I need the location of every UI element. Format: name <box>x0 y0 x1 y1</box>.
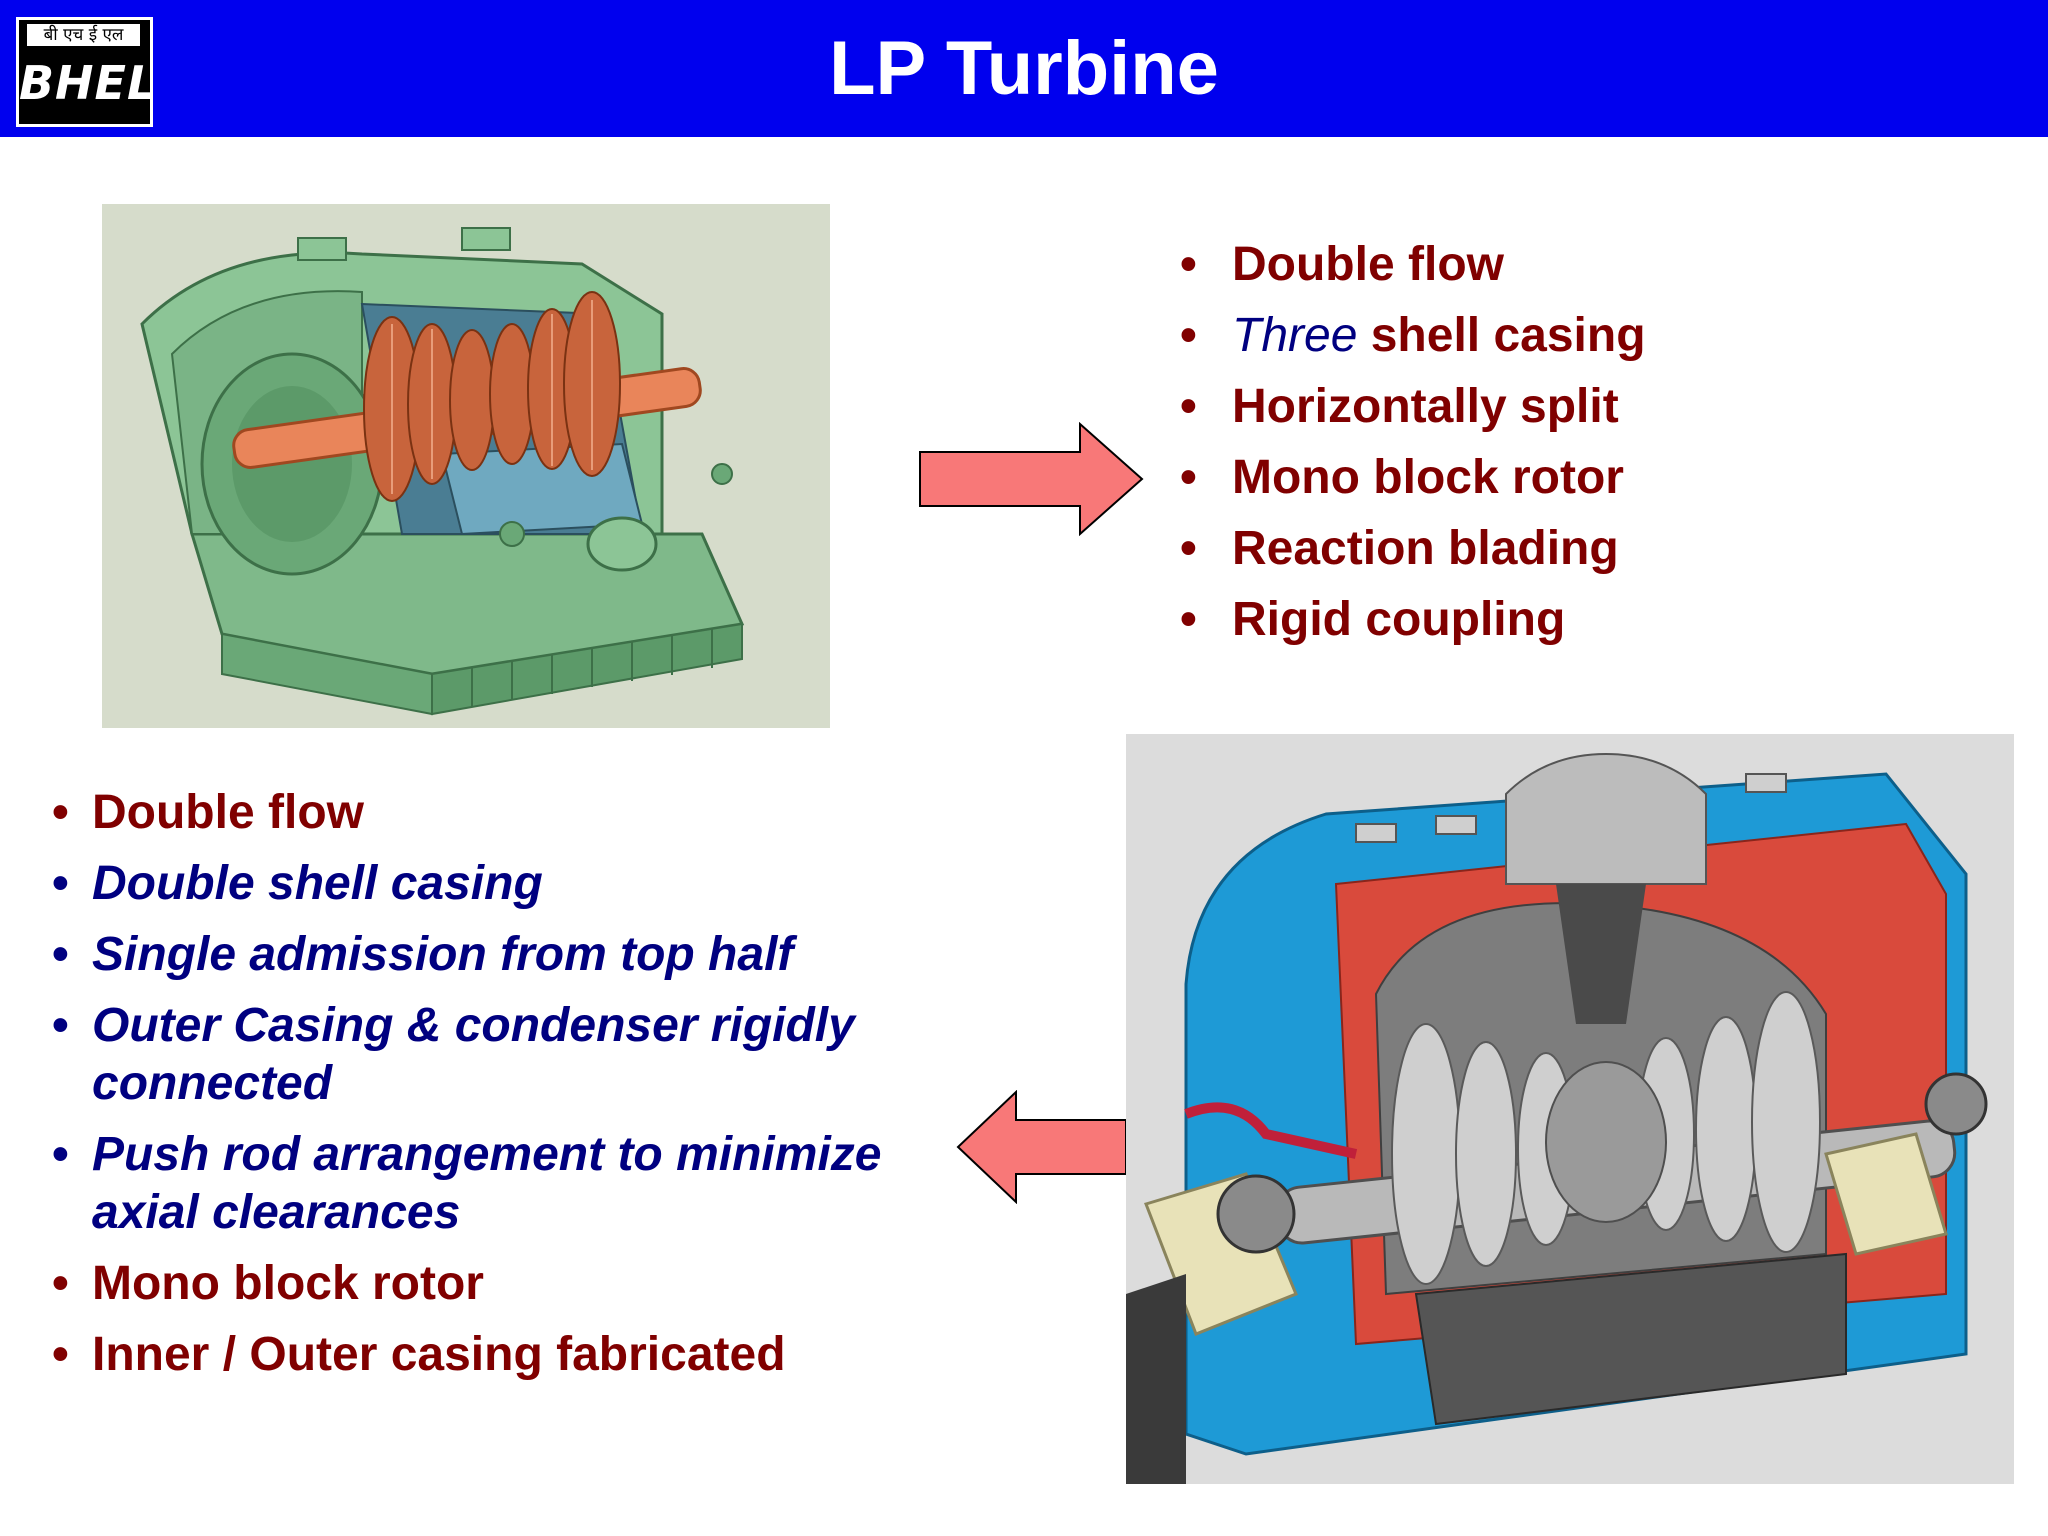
logo-latin-text: BHEL <box>19 56 158 110</box>
list-item: Double shell casing <box>52 855 952 913</box>
list-item-emphasis: Three <box>1232 309 1358 362</box>
list-item: Three shell casing <box>1180 307 1992 365</box>
slide-title: LP Turbine <box>829 26 1219 111</box>
list-item: Push rod arrangement to minimize axial c… <box>52 1126 952 1242</box>
lp-turbine-new-design-illustration <box>1126 734 2014 1484</box>
list-item: Horizontally split <box>1180 378 1992 436</box>
list-item: Rigid coupling <box>1180 591 1992 649</box>
bhel-logo: बी एच ई एल BHEL <box>16 17 158 127</box>
list-item: Double flow <box>52 784 952 842</box>
list-item: Mono block rotor <box>1180 449 1992 507</box>
list-item: Outer Casing & condenser rigidly connect… <box>52 997 952 1113</box>
list-item: Double flow <box>1180 236 1992 294</box>
list-item: Inner / Outer casing fabricated <box>52 1326 952 1384</box>
slide-header: बी एच ई एल BHEL LP Turbine <box>0 0 2048 137</box>
list-item-text: shell casing <box>1357 309 1646 362</box>
list-item: Mono block rotor <box>52 1255 952 1313</box>
arrow-left-icon <box>956 1090 1127 1204</box>
list-item: Single admission from top half <box>52 926 952 984</box>
lp-turbine-old-design-illustration <box>102 204 830 728</box>
arrow-right-icon <box>919 422 1144 536</box>
list-item: Reaction blading <box>1180 520 1992 578</box>
right-feature-list: Double flow Three shell casing Horizonta… <box>1180 236 1992 662</box>
logo-hindi-text: बी एच ई एल <box>27 24 140 46</box>
left-feature-list: Double flow Double shell casing Single a… <box>52 784 952 1397</box>
